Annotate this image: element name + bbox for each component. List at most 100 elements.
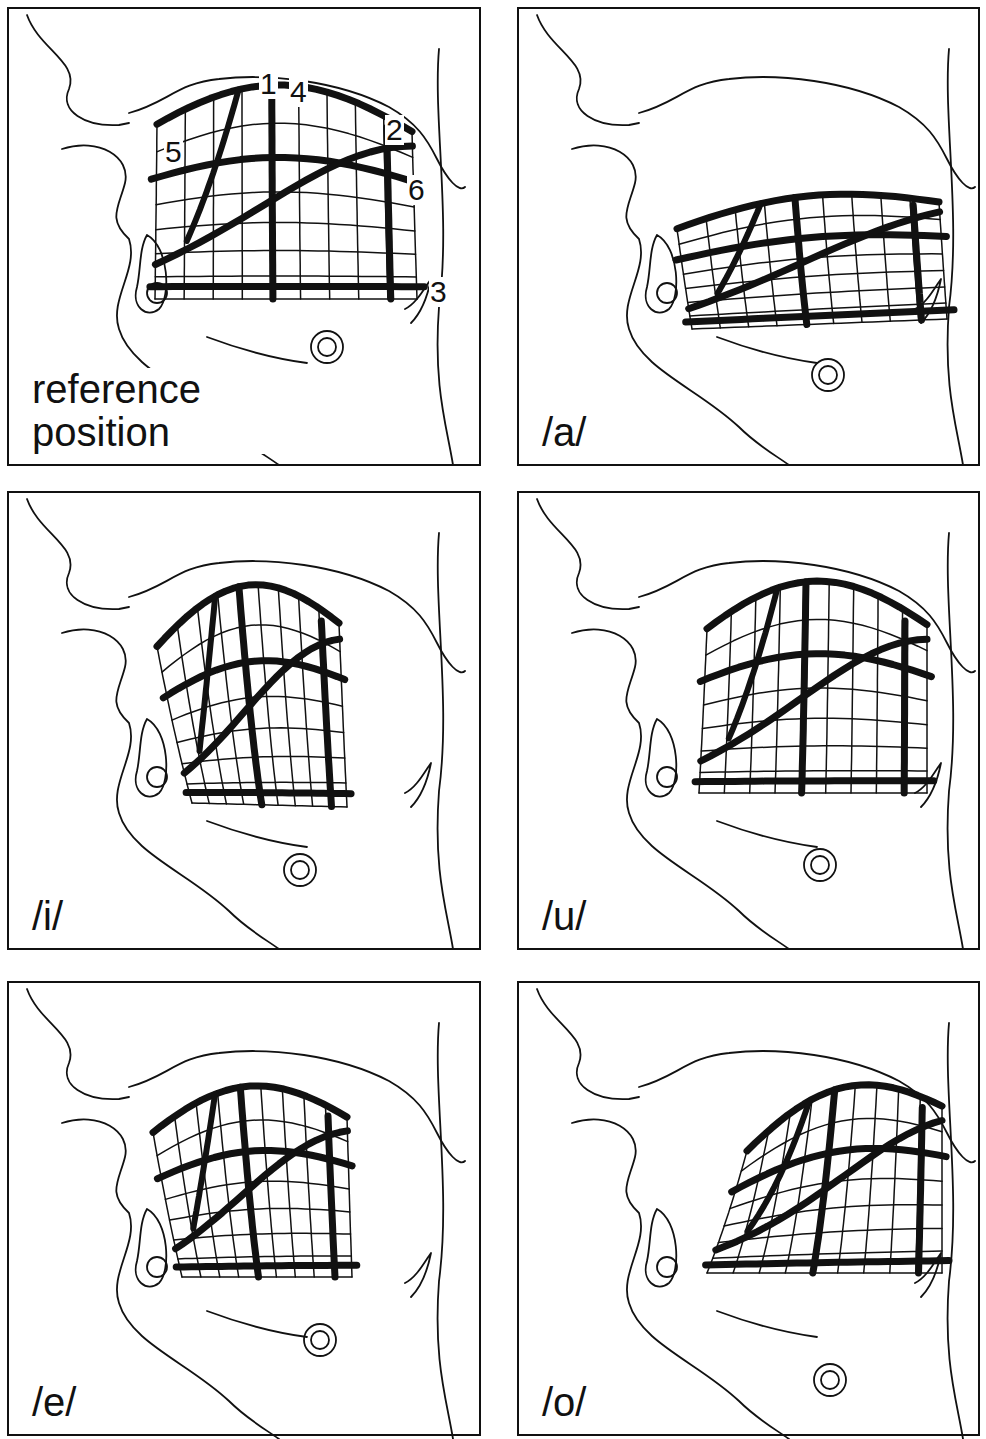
vocal-tract-outline — [27, 499, 465, 949]
grid-line — [304, 1095, 314, 1277]
muscle-line — [155, 146, 412, 264]
grid-line — [713, 1251, 942, 1258]
vocal-tract-outline — [537, 989, 975, 1439]
vowel-panel: reference position 14 2 5 6 3 — [7, 7, 481, 466]
grid-line — [327, 92, 330, 299]
muscle-line — [153, 1086, 347, 1133]
callout-number: 4 — [289, 77, 308, 107]
grid-line — [700, 771, 927, 773]
grid-line — [355, 102, 359, 299]
grid-line — [155, 124, 157, 299]
hyoid-bone — [821, 1371, 839, 1389]
muscle-line — [686, 310, 954, 322]
muscle-line — [718, 204, 761, 294]
grid-line — [299, 596, 313, 806]
muscle-line — [328, 1116, 335, 1277]
grid-line — [890, 1089, 899, 1273]
hyoid-bone — [311, 1331, 329, 1349]
hyoid-bone — [284, 854, 316, 886]
muscle-line — [802, 582, 806, 793]
grid-line — [155, 298, 417, 300]
muscle-line — [163, 661, 344, 698]
hyoid-bone — [819, 366, 837, 384]
hyoid-bone — [318, 338, 336, 356]
tongue-grids — [150, 85, 954, 1396]
panel-art — [27, 15, 975, 1439]
grid-line — [699, 629, 707, 793]
vocal-tract-outline — [537, 499, 975, 949]
panel-label: /a/ — [539, 411, 589, 454]
muscle-line — [707, 581, 927, 629]
panel-label: reference position — [29, 368, 265, 454]
muscle-line — [732, 1149, 946, 1192]
vowel-panel: /a/ — [517, 7, 980, 466]
muscle-line — [700, 654, 931, 682]
callout-number: 5 — [164, 137, 183, 167]
hyoid-bone — [311, 331, 343, 363]
muscle-line — [387, 128, 391, 299]
grid-line — [187, 782, 346, 784]
grid-line — [155, 276, 416, 277]
muscle-line — [748, 1101, 810, 1231]
panel-label: /i/ — [29, 895, 66, 938]
muscle-line — [176, 1265, 357, 1267]
muscle-line — [157, 85, 412, 132]
muscle-line — [695, 781, 934, 782]
vocal-tract-outline — [27, 15, 465, 465]
muscle-line — [321, 621, 331, 807]
muscle-line — [157, 1151, 352, 1179]
muscle-line — [186, 792, 351, 793]
muscle-line — [151, 158, 418, 184]
hyoid-bone — [811, 856, 829, 874]
muscle-line — [901, 621, 909, 793]
grid-line — [699, 792, 927, 794]
muscle-line — [200, 596, 216, 751]
vowel-panel: /o/ — [517, 981, 980, 1436]
grid-line — [701, 746, 927, 751]
muscle-line — [689, 212, 940, 309]
hyoid-bone — [304, 1324, 336, 1356]
grid-line — [157, 647, 192, 804]
grid-line — [876, 596, 878, 793]
grid-line — [852, 194, 862, 322]
muscle-line — [272, 85, 273, 299]
grid-line — [157, 585, 339, 647]
muscle-line — [187, 90, 239, 241]
grid-line — [182, 1276, 352, 1278]
hyoid-bone — [812, 359, 844, 391]
vowel-panel: /i/ — [7, 491, 481, 950]
grid-line — [823, 195, 834, 324]
grid-line — [157, 85, 412, 132]
panel-label: /u/ — [539, 895, 589, 938]
hyoid-bone — [804, 849, 836, 881]
grid-line — [736, 1150, 942, 1191]
muscle-line — [193, 1094, 215, 1228]
grid-line — [881, 195, 891, 321]
grid-line — [747, 1085, 942, 1151]
grid-line — [184, 109, 185, 299]
muscle-line — [150, 283, 425, 290]
vocal-tract-outline — [27, 989, 465, 1439]
grid-line — [707, 581, 927, 629]
hyoid-bone — [814, 1364, 846, 1396]
vocal-tract-outline — [537, 15, 975, 465]
grid-line — [707, 1272, 942, 1274]
grid-line — [153, 1132, 182, 1277]
grid-line — [153, 1086, 347, 1133]
grid-line — [282, 1089, 295, 1277]
muscle-line — [913, 205, 921, 320]
panel-label: /e/ — [29, 1381, 79, 1424]
callout-number: 1 — [259, 69, 278, 99]
hyoid-bone — [291, 861, 309, 879]
vowel-panel: /e/ — [7, 981, 481, 1436]
muscle-line — [747, 1085, 942, 1151]
muscle-line — [729, 588, 778, 738]
grid-line — [339, 623, 347, 807]
callout-number: 6 — [407, 175, 426, 205]
callout-number: 3 — [429, 277, 448, 307]
callout-number: 2 — [385, 115, 404, 145]
muscle-line — [157, 585, 339, 647]
grid-line — [156, 251, 416, 255]
